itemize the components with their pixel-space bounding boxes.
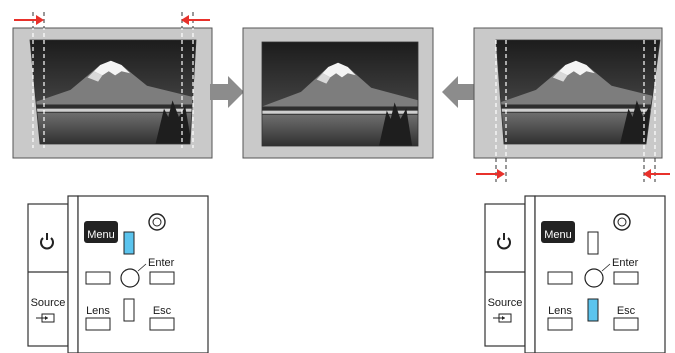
enter-label: Enter [612, 257, 639, 269]
up-button[interactable] [587, 231, 599, 255]
panel-left [12, 12, 213, 159]
flow-arrow-left-icon [442, 76, 476, 108]
enter-button[interactable] [120, 268, 140, 288]
panel-right [473, 27, 670, 182]
esc-label: Esc [617, 305, 636, 317]
power-icon[interactable] [40, 233, 54, 250]
menu-button[interactable] [84, 221, 118, 243]
right-button[interactable] [149, 271, 175, 285]
menu-button-label: Menu [87, 229, 115, 241]
lens-button[interactable] [547, 317, 573, 331]
red-arrow-left-icon [181, 15, 210, 25]
red-arrow-right-icon [14, 15, 44, 25]
source-label[interactable]: Source [488, 297, 523, 309]
source-input-icon [493, 313, 512, 323]
esc-label: Esc [153, 305, 172, 317]
esc-button[interactable] [149, 317, 175, 331]
enter-button[interactable] [584, 268, 604, 288]
red-arrow-right-icon [476, 169, 505, 179]
control-panel-left: Source Menu Enter Lens Esc [27, 195, 209, 353]
red-arrow-left-icon [643, 169, 670, 179]
left-button[interactable] [547, 271, 573, 285]
control-panel-right: Source Menu Enter Lens Esc [484, 195, 666, 353]
up-button[interactable] [123, 231, 135, 255]
power-icon[interactable] [497, 233, 511, 250]
lens-label: Lens [86, 305, 110, 317]
flow-arrow-right-icon [210, 76, 244, 108]
enter-label: Enter [148, 257, 175, 269]
down-button[interactable] [123, 298, 135, 322]
right-button[interactable] [613, 271, 639, 285]
source-input-icon [36, 313, 55, 323]
esc-button[interactable] [613, 317, 639, 331]
menu-button-label: Menu [544, 229, 572, 241]
lens-label: Lens [548, 305, 572, 317]
lens-button[interactable] [85, 317, 111, 331]
source-label[interactable]: Source [31, 297, 66, 309]
panel-center [242, 27, 434, 159]
menu-button[interactable] [541, 221, 575, 243]
left-button[interactable] [85, 271, 111, 285]
down-button[interactable] [587, 298, 599, 322]
